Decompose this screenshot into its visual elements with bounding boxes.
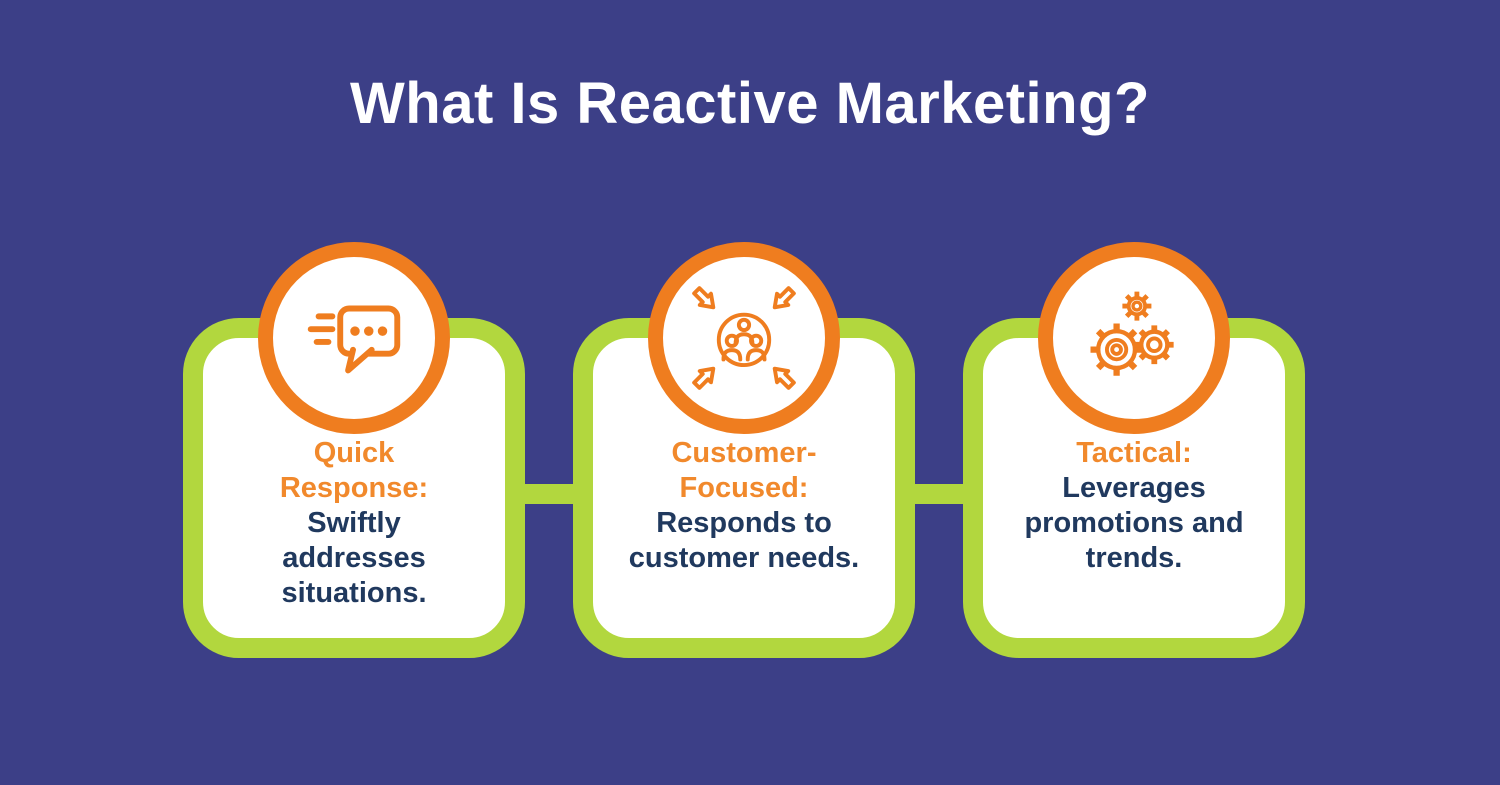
card-body: Swiftly addresses situations. xyxy=(281,507,427,609)
icon-badge xyxy=(648,242,840,434)
card-text: Quick Response: Swiftly addresses situat… xyxy=(203,436,505,611)
icon-badge xyxy=(1038,242,1230,434)
card-text: Tactical: Leverages promotions and trend… xyxy=(983,436,1285,576)
card-heading: Customer- Focused: xyxy=(671,437,817,504)
card-heading: Tactical: xyxy=(1076,437,1192,469)
connector-bar xyxy=(525,484,573,504)
connector-bar xyxy=(915,484,963,504)
card-heading: Quick Response: xyxy=(279,437,429,504)
card-quick-response: Quick Response: Swiftly addresses situat… xyxy=(183,242,525,658)
card-tactical: Tactical: Leverages promotions and trend… xyxy=(963,242,1305,658)
cards-row: Quick Response: Swiftly addresses situat… xyxy=(183,242,1305,658)
card-body: Leverages promotions and trends. xyxy=(1024,472,1244,574)
speech-bubble-icon xyxy=(307,305,401,374)
icon-badge xyxy=(258,242,450,434)
page-title: What Is Reactive Marketing? xyxy=(350,71,1150,136)
card-text: Customer- Focused: Responds to customer … xyxy=(593,436,895,576)
gears-icon xyxy=(1090,291,1174,376)
card-customer-focused: Customer- Focused: Responds to customer … xyxy=(573,242,915,658)
card-body: Responds to customer needs. xyxy=(628,507,860,574)
customer-focus-icon xyxy=(692,286,796,390)
